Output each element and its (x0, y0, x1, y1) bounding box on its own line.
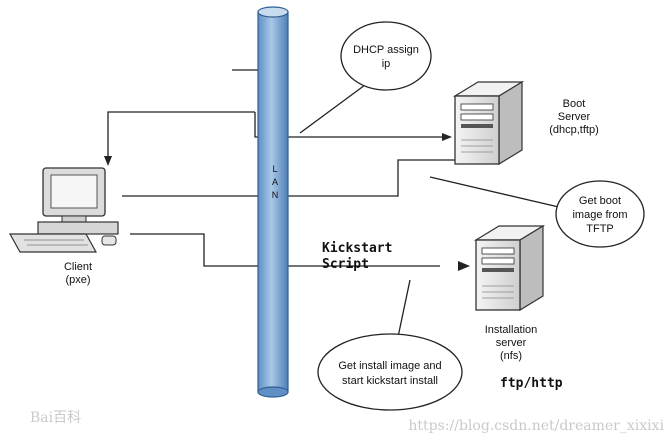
boot-server-icon (452, 80, 525, 166)
boot-image-callout-text-2: image from (572, 209, 627, 221)
client-label: Client (64, 261, 92, 273)
boot-image-callout-pointer (429, 176, 564, 209)
installation-server-icon (473, 224, 546, 312)
kickstart-script-label: Script (322, 257, 369, 272)
boot-server-label-2: Server (558, 111, 591, 123)
installation-server-label-2: server (496, 337, 527, 349)
dhcp-callout-bubble (340, 21, 432, 91)
tftp-link (122, 159, 462, 197)
boot-server-link (254, 112, 448, 138)
dhcp-callout-text: DHCP assign (353, 44, 419, 56)
arrow-to-install-server (458, 261, 470, 271)
arrow-to-client (104, 156, 112, 166)
baidu-watermark: Bai百科 (30, 410, 81, 426)
baidu-watermark-text: Bai百科 (30, 410, 81, 426)
installation-server-label: Installation (485, 324, 538, 336)
protocols-label: ftp/http (500, 376, 563, 391)
arrow-to-boot-server (442, 133, 452, 141)
dhcp-callout-pointer (299, 84, 366, 134)
install-callout-text: Get install image and (338, 360, 441, 372)
lan-bus-bottom (257, 386, 289, 398)
client-computer-icon (8, 167, 119, 253)
url-watermark: https://blog.csdn.net/dreamer_xixixi (408, 418, 664, 434)
install-callout-bubble (317, 333, 463, 411)
installation-server-protocol: (nfs) (500, 350, 522, 362)
boot-image-callout-text: Get boot (579, 195, 621, 207)
boot-server-label: Boot (563, 98, 586, 110)
boot-image-callout-bubble (555, 180, 645, 248)
lan-bus-body (257, 11, 289, 393)
boot-image-callout-text-3: TFTP (586, 223, 614, 235)
client-sublabel: (pxe) (65, 274, 90, 286)
client-dhcp-link (107, 111, 255, 160)
lan-bus-top (257, 6, 289, 18)
install-link (130, 233, 440, 267)
kickstart-label: Kickstart (322, 241, 392, 256)
install-callout-text-2: start kickstart install (342, 375, 438, 387)
install-callout-pointer (397, 279, 411, 338)
boot-server-protocols: (dhcp,tftp) (549, 124, 599, 136)
dhcp-callout-text-2: ip (382, 58, 391, 70)
